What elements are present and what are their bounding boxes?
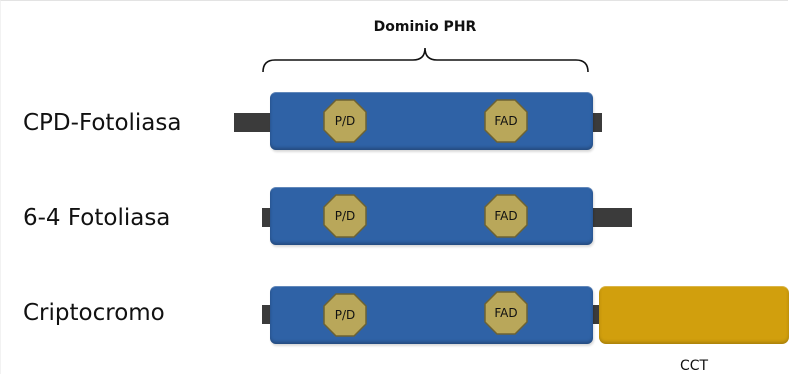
n-terminal-tail — [234, 113, 272, 132]
fad-motif-label: FAD — [494, 209, 518, 223]
row-label-cpd-photolyase: CPD-Fotoliasa — [23, 110, 182, 136]
fad-motif-label: FAD — [494, 306, 518, 320]
fad-motif-hexagon: FAD — [483, 193, 529, 239]
row-label-6-4-photolyase: 6-4 Fotoliasa — [23, 205, 171, 231]
c-terminal-tail — [590, 113, 602, 132]
cct-domain-bar — [599, 286, 789, 344]
pd-motif-label: P/D — [334, 209, 356, 223]
fad-motif-hexagon: FAD — [483, 98, 529, 144]
phr-domain-bar — [270, 187, 593, 245]
pd-motif-hexagon: P/D — [322, 98, 368, 144]
pd-motif-hexagon: P/D — [322, 292, 368, 338]
phr-domain-bar — [270, 92, 593, 150]
row-label-cryptochrome: Criptocromo — [23, 300, 165, 326]
pd-motif-label: P/D — [334, 308, 356, 322]
c-terminal-tail — [590, 208, 632, 227]
pd-motif-label: P/D — [334, 114, 356, 128]
cct-label: CCT — [679, 358, 709, 374]
phr-domain-brace — [262, 47, 589, 73]
phr-domain-bar — [270, 286, 593, 344]
fad-motif-hexagon: FAD — [483, 290, 529, 336]
phr-domain-title: Dominio PHR — [373, 19, 477, 35]
fad-motif-label: FAD — [494, 114, 518, 128]
pd-motif-hexagon: P/D — [322, 193, 368, 239]
